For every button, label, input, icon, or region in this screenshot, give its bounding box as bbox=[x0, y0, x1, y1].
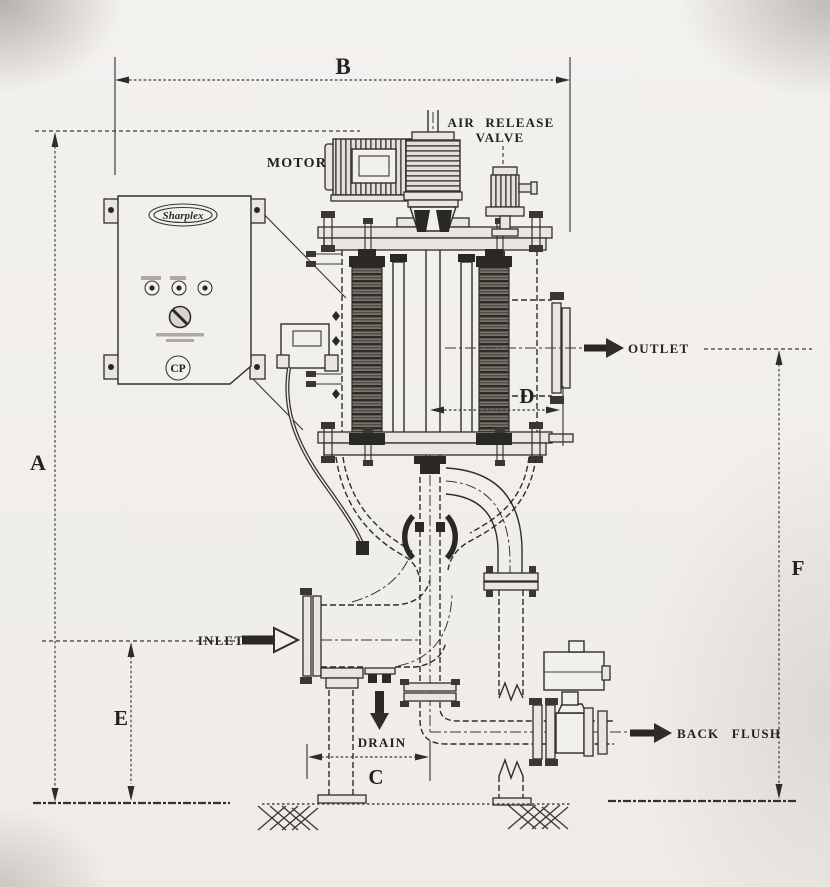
inlet-flange bbox=[300, 588, 322, 684]
foundation-hatch-right bbox=[507, 804, 569, 830]
label-air-release-valve: AIR RELEASE VALVE bbox=[448, 115, 555, 145]
filter-candles bbox=[351, 265, 510, 437]
cp-badge-text: CP bbox=[170, 363, 185, 375]
inlet-arrow bbox=[242, 626, 301, 654]
control-panel: Sharplex CP bbox=[103, 195, 347, 431]
motor bbox=[324, 110, 439, 202]
instrument-cable bbox=[285, 367, 369, 555]
back-flush-arrow bbox=[630, 723, 672, 743]
drain-nozzle bbox=[364, 667, 396, 683]
pipe-stub bbox=[492, 757, 532, 806]
svg-text:A: A bbox=[30, 450, 46, 475]
sharplex-logo: Sharplex bbox=[148, 203, 218, 227]
filter-vessel bbox=[306, 210, 574, 467]
backflush-branch-pipe bbox=[445, 467, 539, 702]
dimension-a: A bbox=[30, 130, 360, 802]
label-drain: DRAIN bbox=[358, 735, 407, 750]
outlet-arrow bbox=[584, 338, 624, 358]
air-release-valve bbox=[485, 146, 538, 237]
svg-text:AIR RELEASE: AIR RELEASE bbox=[448, 115, 555, 130]
backflush-pipe bbox=[529, 640, 648, 766]
control-knob bbox=[168, 305, 192, 329]
dimension-d: D bbox=[430, 384, 564, 446]
support-leg bbox=[317, 667, 367, 804]
cp-badge: CP bbox=[165, 355, 191, 381]
label-outlet: OUTLET bbox=[628, 341, 689, 356]
dimension-e: E bbox=[42, 640, 240, 801]
brand-name: Sharplex bbox=[163, 210, 204, 222]
indicator-lights bbox=[141, 276, 213, 296]
svg-text:C: C bbox=[368, 765, 383, 789]
pressure-switch bbox=[276, 323, 339, 372]
gearbox bbox=[403, 131, 463, 232]
tie-rod bbox=[460, 261, 473, 447]
label-motor: MOTOR bbox=[267, 156, 327, 171]
inlet-nozzle bbox=[300, 549, 453, 684]
svg-text:D: D bbox=[519, 384, 534, 408]
dimension-c: C bbox=[306, 741, 431, 789]
drain-arrow bbox=[370, 691, 389, 730]
svg-text:B: B bbox=[335, 54, 350, 79]
claw-coupling bbox=[402, 514, 458, 560]
vessel-cone bbox=[335, 456, 537, 583]
tie-rod bbox=[392, 261, 405, 447]
foundation-hatch-left bbox=[257, 805, 319, 831]
central-drain-pipe bbox=[400, 455, 648, 745]
outlet-nozzle bbox=[445, 292, 584, 404]
label-back-flush: BACK FLUSH bbox=[677, 726, 781, 741]
valve-actuator bbox=[543, 640, 611, 691]
dimension-f: F bbox=[704, 348, 812, 799]
dimension-b: B bbox=[114, 54, 571, 232]
svg-text:VALVE: VALVE bbox=[476, 130, 525, 145]
backflush-valve bbox=[555, 691, 588, 754]
svg-text:F: F bbox=[792, 556, 805, 580]
svg-text:E: E bbox=[114, 706, 128, 730]
drive-shaft bbox=[425, 236, 441, 458]
